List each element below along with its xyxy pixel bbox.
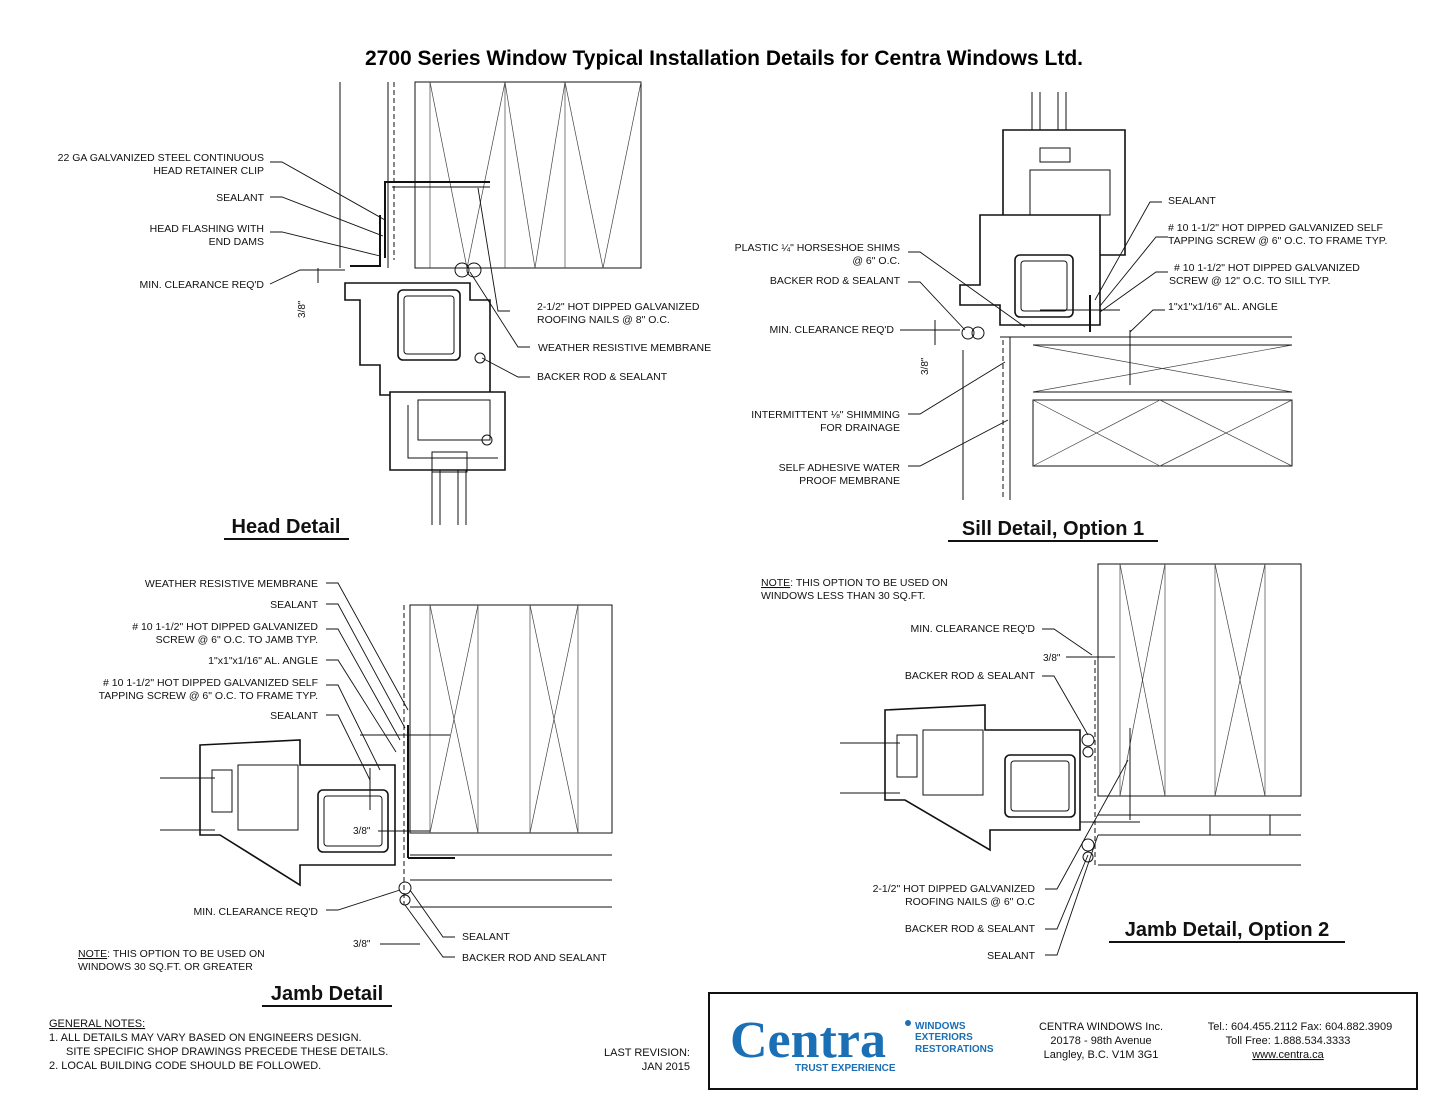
head-label-backer: BACKER ROD & SEALANT: [537, 371, 668, 383]
head-window-frame: [344, 262, 506, 525]
logo-dot: [905, 1020, 911, 1026]
jamb-dim-1: 3/8": [353, 826, 371, 837]
head-label-membrane: WEATHER RESISTIVE MEMBRANE: [538, 342, 711, 354]
jamb2-detail-heading: Jamb Detail, Option 2: [1125, 919, 1329, 941]
jamb-window-frame: [160, 734, 450, 906]
jamb2-window-frame: [840, 704, 1140, 863]
jamb2-label-nails-2: ROOFING NAILS @ 6" O.C: [905, 896, 1035, 908]
jamb-note-text: : THIS OPTION TO BE USED ON: [107, 948, 265, 960]
head-leaders: [269, 161, 530, 378]
revision-block: LAST REVISION: JAN 2015: [604, 1047, 690, 1073]
sill-detail: 3/8" PLASTIC ¼" HORSESHOE SHIMS @ 6" O.C…: [735, 92, 1387, 542]
general-notes: GENERAL NOTES: 1. ALL DETAILS MAY VARY B…: [49, 1018, 388, 1072]
jamb-label-sealant-3: SEALANT: [462, 931, 510, 943]
sill-label-screw-sill-2: SCREW @ 12" O.C. TO SILL TYP.: [1169, 275, 1330, 287]
jamb-label-screw-1: # 10 1-1/2" HOT DIPPED GALVANIZED: [132, 621, 318, 633]
sill-label-screw-self-2: TAPPING SCREW @ 6" O.C. TO FRAME TYP.: [1168, 235, 1387, 247]
jamb2-dim: 3/8": [1043, 653, 1061, 664]
jamb2-leaders: [1042, 628, 1129, 956]
head-dim: 3/8": [297, 300, 308, 318]
jamb2-framing: [1094, 563, 1302, 866]
sill-label-shims-2: @ 6" O.C.: [852, 255, 900, 267]
head-header-framing: [339, 81, 642, 269]
jamb-detail: 3/8" 3/8" WEATHER RESISTIVE MEMBRANE SEA…: [78, 578, 613, 1007]
general-notes-line-3: 2. LOCAL BUILDING CODE SHOULD BE FOLLOWE…: [49, 1060, 321, 1072]
logo-side-3: RESTORATIONS: [915, 1044, 994, 1055]
jamb-label-angle: 1"x1"x1/16" AL. ANGLE: [208, 655, 318, 667]
sill-label-water-1: SELF ADHESIVE WATER: [779, 462, 901, 474]
general-notes-line-2: SITE SPECIFIC SHOP DRAWINGS PRECEDE THES…: [66, 1046, 388, 1058]
jamb2-label-backer-1: BACKER ROD & SEALANT: [905, 670, 1036, 682]
sill-glass: [1031, 92, 1067, 135]
jamb-label-clearance: MIN. CLEARANCE REQ'D: [193, 906, 318, 918]
jamb-label-membrane: WEATHER RESISTIVE MEMBRANE: [145, 578, 318, 590]
head-label-flashing-2: END DAMS: [209, 236, 264, 248]
general-notes-line-1: 1. ALL DETAILS MAY VARY BASED ON ENGINEE…: [49, 1032, 362, 1044]
general-notes-heading: GENERAL NOTES:: [49, 1018, 145, 1030]
jamb-label-self-2: TAPPING SCREW @ 6" O.C. TO FRAME TYP.: [99, 690, 318, 702]
sill-dim: 3/8": [920, 357, 931, 375]
centra-logo: Centra: [730, 1012, 886, 1069]
jamb-label-sealant-2: SEALANT: [270, 710, 318, 722]
logo-side-1: WINDOWS: [915, 1021, 966, 1032]
jamb-framing: [403, 604, 613, 908]
title-block: Centra WINDOWS EXTERIORS RESTORATIONS TR…: [708, 992, 1418, 1090]
sill-label-backer: BACKER ROD & SEALANT: [770, 275, 901, 287]
jamb-label-sealant-1: SEALANT: [270, 599, 318, 611]
head-label-clip-2: HEAD RETAINER CLIP: [153, 165, 264, 177]
jamb2-label-sealant: SEALANT: [987, 950, 1035, 962]
jamb-label-self-1: # 10 1-1/2" HOT DIPPED GALVANIZED SELF: [103, 677, 318, 689]
sill-label-screw-self-1: # 10 1-1/2" HOT DIPPED GALVANIZED SELF: [1168, 222, 1383, 234]
jamb-note-1: NOTE: THIS OPTION TO BE USED ON: [78, 948, 265, 960]
head-label-clearance: MIN. CLEARANCE REQ'D: [139, 279, 264, 291]
company-tollfree: Toll Free: 1.888.534.3333: [1226, 1035, 1351, 1047]
sill-window-frame: [959, 129, 1126, 340]
sill-label-shimming-1: INTERMITTENT ⅛" SHIMMING: [751, 409, 900, 421]
sheet-title: 2700 Series Window Typical Installation …: [365, 47, 1083, 70]
revision-date: JAN 2015: [642, 1061, 690, 1073]
sill-label-angle: 1"x1"x1/16" AL. ANGLE: [1168, 301, 1278, 313]
head-label-flashing-1: HEAD FLASHING WITH: [150, 223, 264, 235]
sill-label-clearance: MIN. CLEARANCE REQ'D: [769, 324, 894, 336]
jamb2-note-2: WINDOWS LESS THAN 30 SQ.FT.: [761, 590, 925, 602]
sill-label-water-2: PROOF MEMBRANE: [799, 475, 900, 487]
sill-detail-heading: Sill Detail, Option 1: [962, 518, 1144, 540]
jamb-label-screw-2: SCREW @ 6" O.C. TO JAMB TYP.: [156, 634, 318, 646]
company-address-1: 20178 - 98th Avenue: [1050, 1035, 1151, 1047]
company-address-2: Langley, B.C. V1M 3G1: [1044, 1049, 1159, 1061]
jamb-note-label: NOTE: [78, 948, 107, 960]
jamb-leaders: [326, 582, 455, 958]
jamb-dim-2: 3/8": [353, 939, 371, 950]
jamb2-note-1: NOTE: THIS OPTION TO BE USED ON: [761, 577, 948, 589]
head-detail: 3/8" 22 GA GALVANIZED STEEL CONTINUOUS H…: [58, 81, 711, 540]
head-label-sealant: SEALANT: [216, 192, 264, 204]
title-block-border: [708, 992, 1418, 1090]
head-label-nails-1: 2-1/2" HOT DIPPED GALVANIZED: [537, 301, 700, 313]
jamb2-label-nails-1: 2-1/2" HOT DIPPED GALVANIZED: [873, 883, 1036, 895]
sill-leaders: [900, 201, 1168, 467]
company-tel: Tel.: 604.455.2112 Fax: 604.882.3909: [1208, 1021, 1393, 1033]
sill-label-sealant: SEALANT: [1168, 195, 1216, 207]
sill-label-screw-sill-1: # 10 1-1/2" HOT DIPPED GALVANIZED: [1174, 262, 1360, 274]
sill-label-shims-1: PLASTIC ¼" HORSESHOE SHIMS: [735, 242, 900, 254]
jamb-detail-2: 3/8" NOTE: THIS OPTION TO BE USED ON WIN…: [761, 563, 1345, 962]
logo-tagline: TRUST EXPERIENCE: [795, 1063, 896, 1074]
head-detail-heading: Head Detail: [232, 516, 341, 538]
jamb-detail-heading: Jamb Detail: [271, 983, 383, 1005]
jamb2-label-backer-2: BACKER ROD & SEALANT: [905, 923, 1036, 935]
company-name: CENTRA WINDOWS Inc.: [1039, 1021, 1163, 1033]
jamb2-label-clearance: MIN. CLEARANCE REQ'D: [910, 623, 1035, 635]
revision-label: LAST REVISION:: [604, 1047, 690, 1059]
jamb-note-2: WINDOWS 30 SQ.FT. OR GREATER: [78, 961, 253, 973]
jamb2-note-text: : THIS OPTION TO BE USED ON: [790, 577, 948, 589]
jamb-label-backer: BACKER ROD AND SEALANT: [462, 952, 607, 964]
company-website[interactable]: www.centra.ca: [1251, 1049, 1324, 1061]
jamb2-note-label: NOTE: [761, 577, 790, 589]
logo-side-2: EXTERIORS: [915, 1032, 973, 1043]
sill-label-shimming-2: FOR DRAINAGE: [820, 422, 900, 434]
head-label-clip-1: 22 GA GALVANIZED STEEL CONTINUOUS: [58, 152, 264, 164]
sill-framing: [962, 330, 1293, 500]
head-label-nails-2: ROOFING NAILS @ 8" O.C.: [537, 314, 670, 326]
